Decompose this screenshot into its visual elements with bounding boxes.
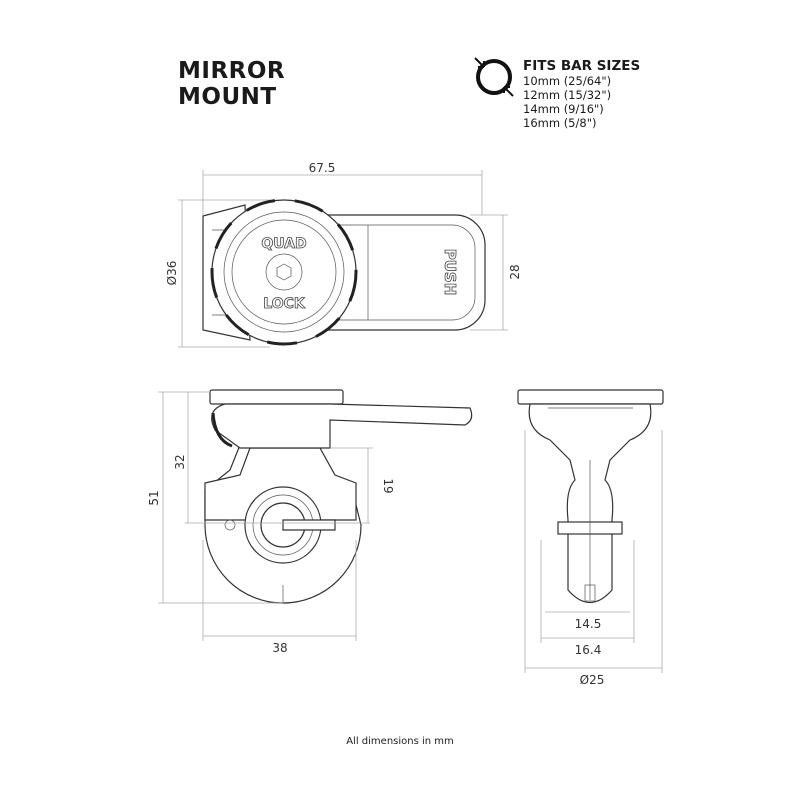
dim-length: 67.5	[309, 161, 336, 175]
bar-size-item: 12mm (15/32")	[523, 88, 612, 102]
top-view: 67.5 Ø36 28 PUSH QUAD LOCK	[165, 161, 522, 348]
dim-diameter: Ø36	[165, 261, 179, 286]
dim-side-width: 38	[272, 641, 287, 655]
dim-front-w1: 14.5	[575, 617, 602, 631]
push-label: PUSH	[441, 249, 459, 296]
fits-bar-sizes: FITS BAR SIZES 10mm (25/64") 12mm (15/32…	[523, 58, 640, 130]
bar-size-item: 10mm (25/64")	[523, 74, 612, 88]
bar-size-item: 14mm (9/16")	[523, 102, 604, 116]
fits-heading: FITS BAR SIZES	[523, 58, 641, 74]
side-view: 51 32 19 38	[147, 389, 473, 655]
title-line-2: MOUNT	[178, 84, 277, 110]
dim-front-w2: 16.4	[575, 643, 602, 657]
units-note: All dimensions in mm	[346, 736, 454, 747]
product-title: MIRROR MOUNT	[178, 58, 285, 110]
dim-height: 51	[147, 490, 161, 505]
front-view: 14.5 16.4 Ø25	[517, 389, 664, 687]
bar-size-item: 16mm (5/8")	[523, 116, 597, 130]
bar-size-icon	[474, 57, 514, 97]
logo-lock: LOCK	[263, 296, 306, 312]
hex-bolt-icon	[276, 263, 292, 281]
dim-upper: 32	[173, 454, 187, 469]
title-line-1: MIRROR	[178, 58, 286, 84]
logo-quad: QUAD	[261, 236, 306, 252]
dim-bar-offset: 19	[381, 478, 395, 493]
dim-width: 28	[508, 264, 522, 279]
dim-front-diameter: Ø25	[580, 673, 605, 687]
